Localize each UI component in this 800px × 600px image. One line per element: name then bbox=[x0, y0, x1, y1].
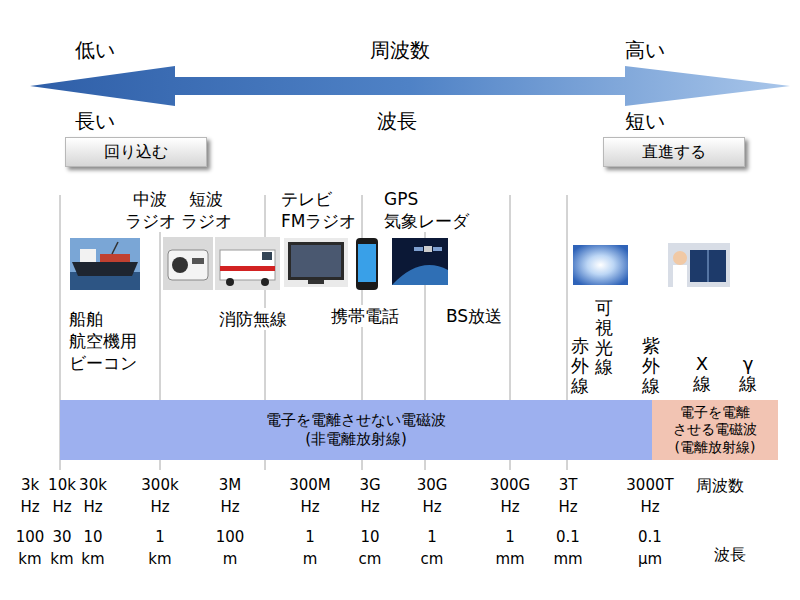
radio-picture bbox=[163, 237, 213, 290]
frequency-tick: 3k Hz bbox=[19, 474, 40, 518]
ship-picture bbox=[70, 238, 140, 290]
vehicle-body bbox=[220, 250, 275, 280]
ambulance-picture bbox=[215, 237, 280, 290]
solar-panel bbox=[433, 247, 442, 251]
satellite-picture bbox=[392, 238, 448, 285]
axis-end-label: 低い bbox=[74, 37, 116, 63]
wheel bbox=[226, 278, 234, 286]
wavelength-tick: 1 m bbox=[302, 526, 319, 570]
red-stripe bbox=[220, 266, 275, 271]
spectrum-label: 紫外線 bbox=[641, 336, 661, 395]
axis-title: 波長 bbox=[713, 544, 747, 566]
spectrum-label: X線 bbox=[692, 354, 712, 394]
node-text: 直進する bbox=[642, 142, 706, 162]
axis-title: 周波数 bbox=[695, 475, 745, 497]
tv-picture bbox=[284, 238, 348, 287]
wavelength-tick: 1 km bbox=[147, 526, 172, 570]
use-label: BS放送 bbox=[445, 305, 503, 327]
earth bbox=[392, 265, 448, 285]
hull bbox=[72, 262, 138, 276]
frequency-tick: 30G Hz bbox=[416, 474, 449, 518]
spectrum-label: 可視光線 bbox=[594, 298, 614, 377]
xray-picture bbox=[668, 243, 730, 287]
frequency-tick: 300M Hz bbox=[288, 474, 332, 518]
window bbox=[262, 252, 272, 260]
node-text: 電子を電離 させる電磁波 (電離放射線) bbox=[673, 404, 757, 457]
node-text: 回り込む bbox=[104, 142, 168, 162]
phone-body bbox=[356, 238, 378, 290]
wavelength-tick: 10 cm bbox=[358, 526, 383, 570]
node-text: 電子を電離させない電磁波 (非電離放射線) bbox=[266, 411, 446, 449]
tv-screen bbox=[291, 245, 341, 277]
crane bbox=[112, 242, 118, 254]
ionizing-band: 電子を電離 させる電磁波 (電離放射線) bbox=[652, 400, 778, 460]
axis-title: 周波数 bbox=[369, 37, 431, 63]
spectrum-label: γ線 bbox=[738, 354, 758, 394]
wavelength-tick: 1 mm bbox=[494, 526, 525, 570]
axis-title: 波長 bbox=[376, 108, 418, 134]
phone-screen bbox=[358, 244, 376, 282]
photo-ground bbox=[163, 237, 213, 290]
wheel bbox=[261, 278, 269, 286]
property-box: 回り込む bbox=[65, 137, 207, 167]
xray-divider bbox=[708, 250, 709, 282]
bridge bbox=[80, 249, 96, 262]
sky bbox=[70, 238, 140, 290]
frequency-tick: 3G Hz bbox=[358, 474, 381, 518]
phone-picture bbox=[356, 238, 378, 290]
frequency-tick: 30k Hz bbox=[78, 474, 108, 518]
photo-ground bbox=[215, 237, 280, 290]
property-box: 直進する bbox=[603, 137, 745, 167]
use-label: テレビ FMラジオ bbox=[280, 188, 357, 232]
axis-end-label: 長い bbox=[74, 108, 116, 134]
double-arrow bbox=[30, 66, 790, 106]
tv-stand bbox=[308, 280, 324, 284]
axis-end-label: 短い bbox=[624, 108, 666, 134]
frequency-tick: 3000T Hz bbox=[625, 474, 674, 518]
use-label: 短波 ラジオ bbox=[180, 188, 233, 232]
axis-end-label: 高い bbox=[624, 37, 666, 63]
wavelength-tick: 0.1 mm bbox=[552, 526, 583, 570]
doctor-coat bbox=[673, 265, 687, 287]
light-picture bbox=[573, 245, 628, 285]
wavelength-tick: 0.1 μm bbox=[637, 526, 663, 570]
photo-ground bbox=[668, 243, 730, 287]
speaker bbox=[172, 257, 188, 273]
wavelength-tick: 10 km bbox=[80, 526, 105, 570]
use-label: GPS 気象レーダ bbox=[383, 188, 470, 232]
tv-frame bbox=[288, 242, 344, 280]
space bbox=[392, 238, 448, 285]
spectrum-label: 赤外線 bbox=[570, 336, 590, 395]
use-label: 携帯電話 bbox=[330, 305, 400, 327]
dial bbox=[192, 258, 204, 264]
frequency-tick: 300G Hz bbox=[489, 474, 531, 518]
radio-body bbox=[168, 250, 208, 280]
use-label: 船舶 航空機用 ビーコン bbox=[68, 308, 138, 374]
frequency-tick: 300k Hz bbox=[140, 474, 179, 518]
use-label: 消防無線 bbox=[218, 308, 288, 330]
solar-panel bbox=[414, 247, 423, 251]
wavelength-tick: 100 m bbox=[215, 526, 246, 570]
non-ionizing-band: 電子を電離させない電磁波 (非電離放射線) bbox=[60, 400, 652, 460]
frequency-tick: 3M Hz bbox=[218, 474, 243, 518]
wavelength-tick: 30 km bbox=[49, 526, 74, 570]
wavelength-tick: 1 cm bbox=[420, 526, 445, 570]
use-label: 中波 ラジオ bbox=[124, 188, 177, 232]
wavelength-tick: 100 km bbox=[15, 526, 46, 570]
satellite bbox=[424, 246, 432, 252]
frequency-tick: 10k Hz bbox=[47, 474, 77, 518]
doctor-head bbox=[673, 251, 687, 265]
photo-ground bbox=[284, 238, 348, 287]
xray-screen bbox=[690, 250, 726, 282]
frequency-tick: 3T Hz bbox=[557, 474, 578, 518]
cargo bbox=[100, 254, 130, 262]
